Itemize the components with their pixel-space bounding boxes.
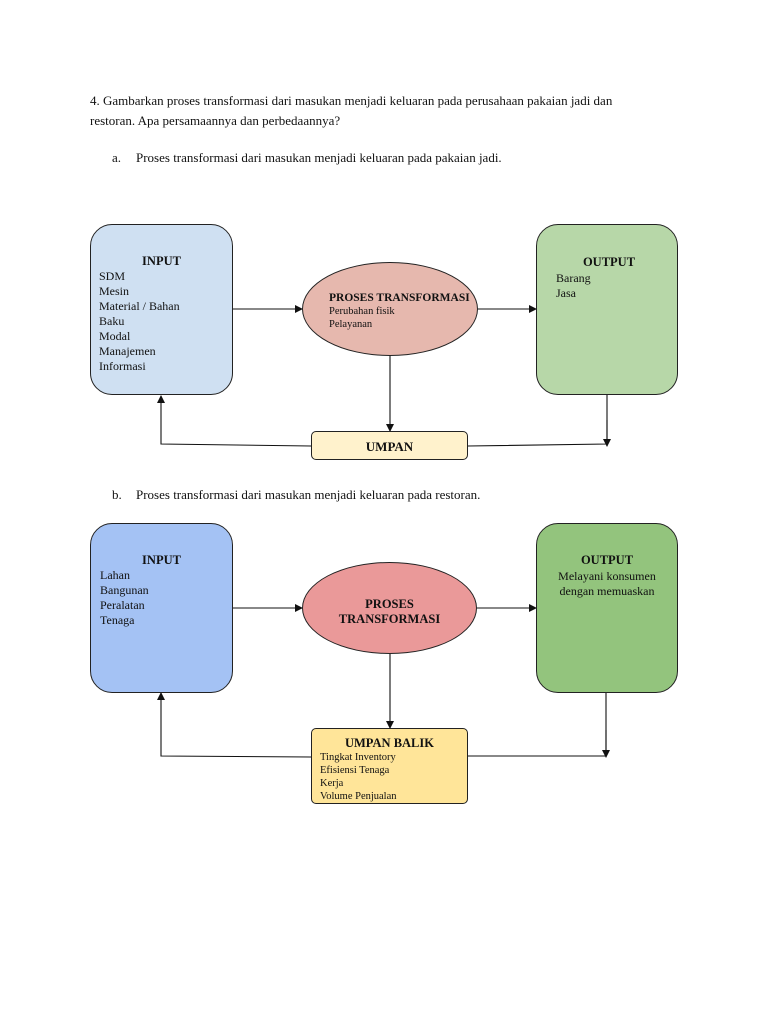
a-input-item: Manajemen: [99, 344, 156, 358]
a-output-item: Barang: [556, 271, 591, 285]
b-input-box: INPUT Lahan Bangunan Peralatan Tenaga: [90, 523, 233, 693]
b-feedback-title: UMPAN BALIK: [344, 736, 434, 750]
a-process-title: PROSES TRANSFORMASI: [329, 292, 470, 304]
a-feedback-title: UMPAN: [365, 439, 414, 454]
b-input-item: Peralatan: [100, 598, 145, 612]
a-input-item: Modal: [99, 329, 131, 343]
b-input-item: Lahan: [100, 568, 130, 582]
b-process-ellipse: PROSES TRANSFORMASI: [302, 562, 477, 654]
a-input-item: SDM: [99, 269, 126, 283]
a-feedback-box: UMPAN: [311, 431, 468, 460]
b-process-title-line-2: TRANSFORMASI: [338, 612, 441, 626]
b-output-item: dengan memuaskan: [559, 584, 655, 598]
a-input-list: SDM Mesin Material / Bahan Baku Modal Ma…: [99, 269, 180, 374]
b-feedback-item: Efisiensi Tenaga: [320, 765, 390, 776]
b-output-box: OUTPUT Melayani konsumen dengan memuaska…: [536, 523, 678, 693]
part-a-marker: a.: [112, 150, 122, 165]
b-input-title: INPUT: [142, 553, 181, 567]
b-line-output-to-feedback: [468, 692, 607, 757]
b-process-title-line-1: PROSES: [365, 597, 414, 611]
a-process-item: Pelayanan: [329, 319, 373, 330]
b-feedback-box: UMPAN BALIK Tingkat Inventory Efisiensi …: [311, 728, 468, 804]
a-input-title: INPUT: [142, 254, 181, 268]
b-output-item: Melayani konsumen: [558, 569, 656, 583]
a-arrow-feedback-to-input: [157, 395, 312, 447]
b-feedback-item: Kerja: [320, 778, 344, 789]
part-b-marker: b.: [112, 487, 122, 502]
b-feedback-item: Volume Penjualan: [320, 791, 397, 802]
b-input-item: Tenaga: [100, 613, 135, 627]
question-line-1: 4. Gambarkan proses transformasi dari ma…: [90, 93, 613, 108]
a-input-item: Informasi: [99, 359, 146, 373]
b-output-title: OUTPUT: [580, 553, 634, 567]
a-process-ellipse: PROSES TRANSFORMASI Perubahan fisik Pela…: [302, 262, 478, 356]
part-a-caption: Proses transformasi dari masukan menjadi…: [136, 150, 502, 165]
question-line-2: restoran. Apa persamaannya dan perbedaan…: [90, 113, 341, 128]
a-input-item: Mesin: [99, 284, 129, 298]
b-input-item: Bangunan: [100, 583, 149, 597]
part-b-caption: Proses transformasi dari masukan menjadi…: [136, 487, 481, 502]
b-feedback-item: Tingkat Inventory: [320, 752, 396, 763]
a-process-item: Perubahan fisik: [329, 306, 395, 317]
b-arrow-feedback-to-input: [157, 692, 312, 758]
a-output-title: OUTPUT: [582, 255, 636, 269]
a-input-item: Material / Bahan: [99, 299, 180, 313]
a-input-item: Baku: [99, 314, 125, 328]
a-input-box: INPUT SDM Mesin Material / Bahan Baku Mo…: [90, 224, 233, 395]
a-line-output-to-feedback: [467, 395, 608, 447]
a-output-box: OUTPUT Barang Jasa: [536, 224, 678, 395]
a-output-item: Jasa: [556, 286, 576, 300]
